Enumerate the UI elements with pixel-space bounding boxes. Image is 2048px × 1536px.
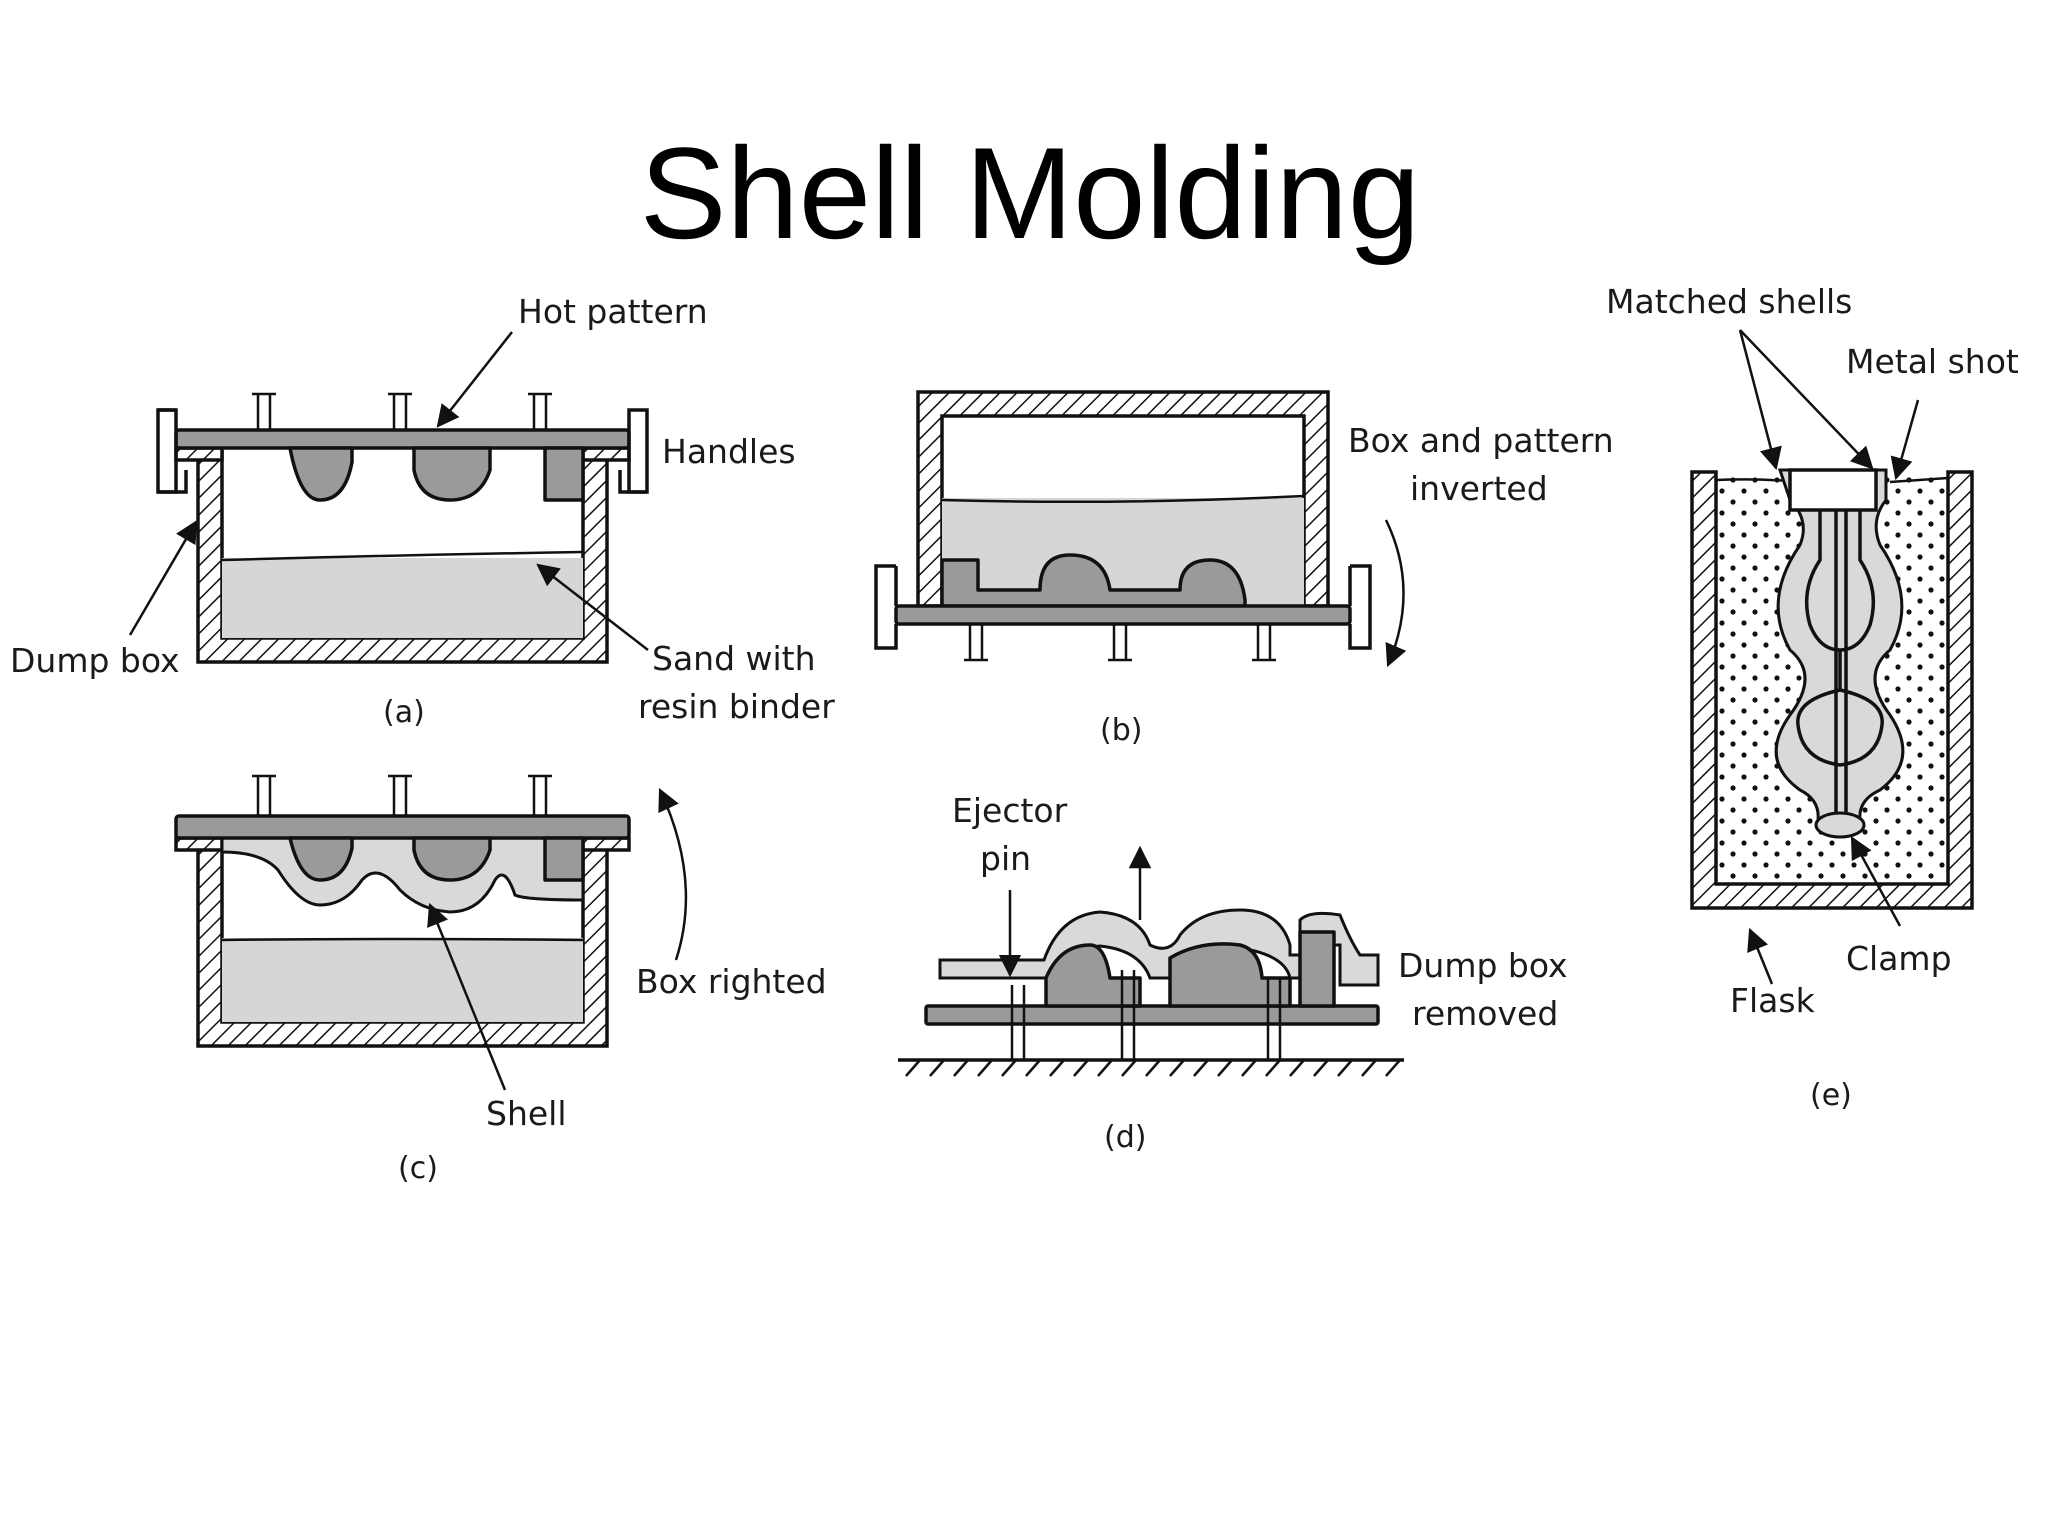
label-box-righted: Box righted [636, 962, 827, 1001]
label-metal-shot: Metal shot [1846, 342, 2019, 381]
hot-pattern-a [174, 392, 631, 502]
caption-d: (d) [1104, 1120, 1146, 1155]
caption-e: (e) [1810, 1078, 1852, 1113]
label-handles: Handles [662, 432, 796, 471]
handles-a [156, 408, 649, 494]
panel-a [128, 331, 649, 664]
caption-c: (c) [398, 1151, 438, 1186]
caption-b: (b) [1100, 713, 1142, 748]
label-box-inverted-line2: inverted [1410, 469, 1548, 508]
leaders-e [1738, 329, 1920, 985]
label-matched-shells: Matched shells [1606, 282, 1852, 321]
slide-title: Shell Molding [639, 120, 1421, 266]
label-sand-line2: resin binder [638, 687, 835, 726]
matched-shells-e [1774, 468, 1905, 839]
panel-d [898, 845, 1404, 1077]
ground-d [898, 1058, 1404, 1077]
label-dump-box-removed-line2: removed [1412, 994, 1558, 1033]
shell-c [220, 836, 585, 914]
label-dump-box: Dump box [10, 641, 180, 680]
label-box-inverted-line1: Box and pattern [1348, 421, 1614, 460]
panel-b [874, 390, 1407, 668]
handles-b [874, 564, 1372, 650]
label-ejector-line1: Ejector [952, 791, 1068, 830]
label-sand-line1: Sand with [652, 639, 816, 678]
panel-c [174, 774, 688, 1091]
pattern-d [924, 930, 1380, 1060]
label-hot-pattern: Hot pattern [518, 292, 708, 331]
caption-a: (a) [383, 695, 425, 730]
hot-pattern-b [894, 553, 1352, 662]
shell-d [938, 908, 1380, 987]
label-clamp: Clamp [1846, 939, 1952, 978]
label-flask: Flask [1730, 981, 1816, 1020]
dump-box-c [174, 836, 631, 1048]
label-ejector-line2: pin [980, 839, 1031, 878]
panel-e [1690, 329, 1974, 985]
label-dump-box-removed-line1: Dump box [1398, 946, 1568, 985]
label-shell: Shell [486, 1094, 567, 1133]
hot-pattern-c [174, 774, 631, 882]
